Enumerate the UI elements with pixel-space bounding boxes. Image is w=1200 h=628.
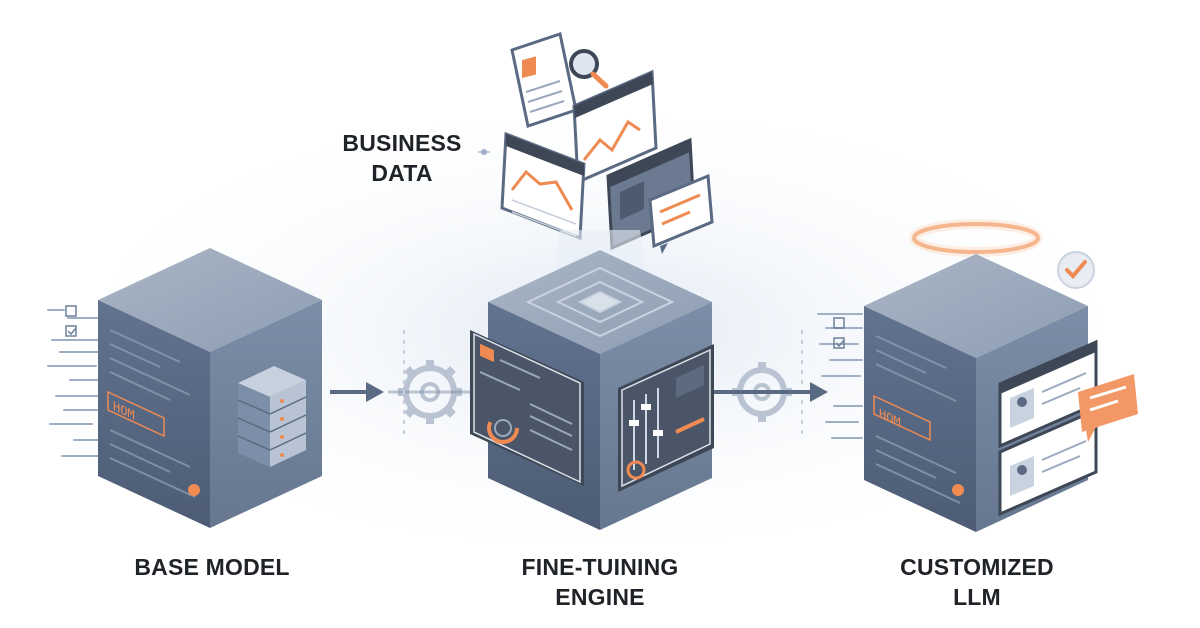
chat-bubble-icon: [1078, 374, 1138, 442]
business-data-label: BUSINESS DATA: [322, 128, 482, 188]
server-rack-icon: [237, 366, 307, 467]
base-model-label-line-1: BASE MODEL: [134, 554, 290, 580]
customized-llm-label: CUSTOMIZED LLM: [872, 552, 1082, 612]
line-chart-icon: [500, 131, 586, 241]
arrow-engine-to-llm: [714, 382, 828, 402]
data-stream-lines: [817, 313, 863, 439]
arrow-base-to-engine: [330, 382, 384, 402]
fine-tuning-engine-label: FINE-TUINING ENGINE: [490, 552, 710, 612]
data-stream-lines: [47, 309, 105, 457]
fine-tuning-engine-label-line-1: FINE-TUINING: [521, 554, 679, 580]
fine-tuning-engine-label-line-2: ENGINE: [555, 584, 645, 610]
business-data-documents: [478, 32, 714, 254]
document-icon: [510, 32, 578, 128]
user-card-icon: [998, 407, 1098, 517]
status-dot: [952, 484, 964, 496]
status-dot: [188, 484, 200, 496]
check-badge-icon: [1057, 251, 1095, 289]
line-chart-icon: [572, 69, 658, 185]
target-icon: [525, 266, 675, 338]
business-data-label-line-1: BUSINESS: [342, 130, 462, 156]
checkbox-icon: [65, 305, 77, 337]
base-model-label: BASE MODEL: [112, 552, 312, 582]
chat-bubble-icon: [648, 173, 714, 254]
customized-llm-label-line-1: CUSTOMIZED: [900, 554, 1054, 580]
slider-icon: [618, 344, 714, 492]
customized-llm-label-line-2: LLM: [953, 584, 1001, 610]
dashboard-panel: [470, 330, 584, 486]
checkbox-icon: [833, 317, 845, 349]
magnifier-icon: [569, 49, 609, 89]
base-model-cube: HOM: [47, 248, 322, 528]
customized-llm-cube: HOM: [817, 219, 1138, 532]
halo-icon: [912, 222, 1040, 254]
business-data-label-line-2: DATA: [371, 160, 433, 186]
fine-tuning-engine-cube: [470, 250, 714, 530]
